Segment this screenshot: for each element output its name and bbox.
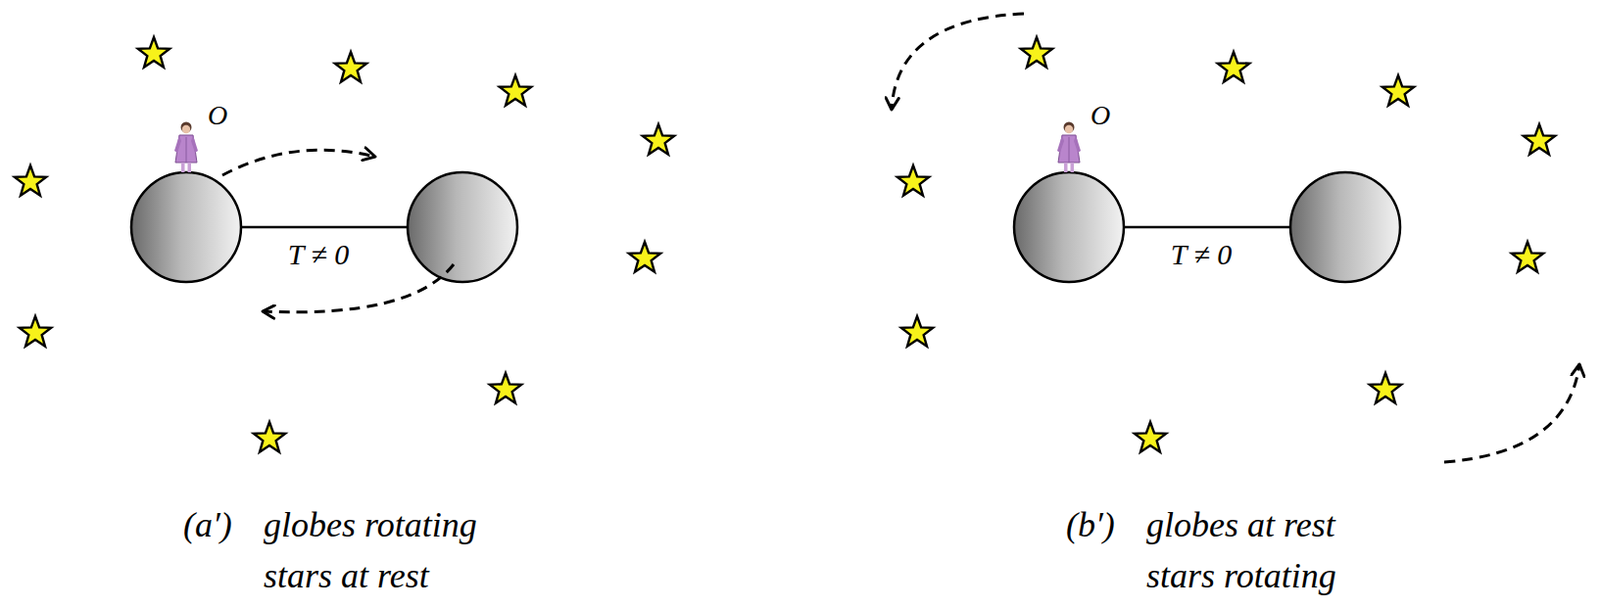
star xyxy=(1382,75,1414,106)
globe xyxy=(1014,172,1124,283)
tension-label: T ≠ 0 xyxy=(1170,237,1233,273)
star xyxy=(1020,37,1053,68)
globe xyxy=(1290,172,1401,283)
star xyxy=(642,124,675,155)
star xyxy=(19,316,51,347)
tension-label: T ≠ 0 xyxy=(288,237,350,273)
stars-field xyxy=(14,37,675,453)
star xyxy=(138,37,170,68)
star xyxy=(335,51,367,83)
rod xyxy=(1123,226,1291,230)
star xyxy=(1523,124,1555,155)
star xyxy=(629,242,661,273)
star xyxy=(1217,51,1250,83)
star xyxy=(489,373,522,404)
star xyxy=(1511,242,1544,273)
rotation-arrow xyxy=(262,264,454,313)
globe xyxy=(131,172,242,283)
star xyxy=(897,165,929,196)
star xyxy=(1369,373,1402,404)
rotation-arrow xyxy=(891,13,1024,110)
star xyxy=(901,316,933,347)
observer-figure xyxy=(1057,122,1081,174)
globe xyxy=(407,172,518,283)
rotation-arrow xyxy=(1444,364,1580,463)
observer-label: O xyxy=(207,98,228,133)
panel-tag: (a′) xyxy=(183,499,233,551)
panel-caption: globes rotating stars at rest xyxy=(263,499,499,602)
rotation-arrow xyxy=(222,149,376,176)
star xyxy=(253,422,286,453)
observer-figure xyxy=(174,122,198,174)
star xyxy=(14,165,47,196)
star xyxy=(499,75,532,106)
panel-tag: (b′) xyxy=(1066,499,1116,551)
rod xyxy=(241,226,408,230)
stars-field xyxy=(897,37,1555,453)
star xyxy=(1134,422,1166,453)
panel-caption: globes at rest stars rotating xyxy=(1146,499,1382,602)
observer-label: O xyxy=(1090,98,1111,133)
